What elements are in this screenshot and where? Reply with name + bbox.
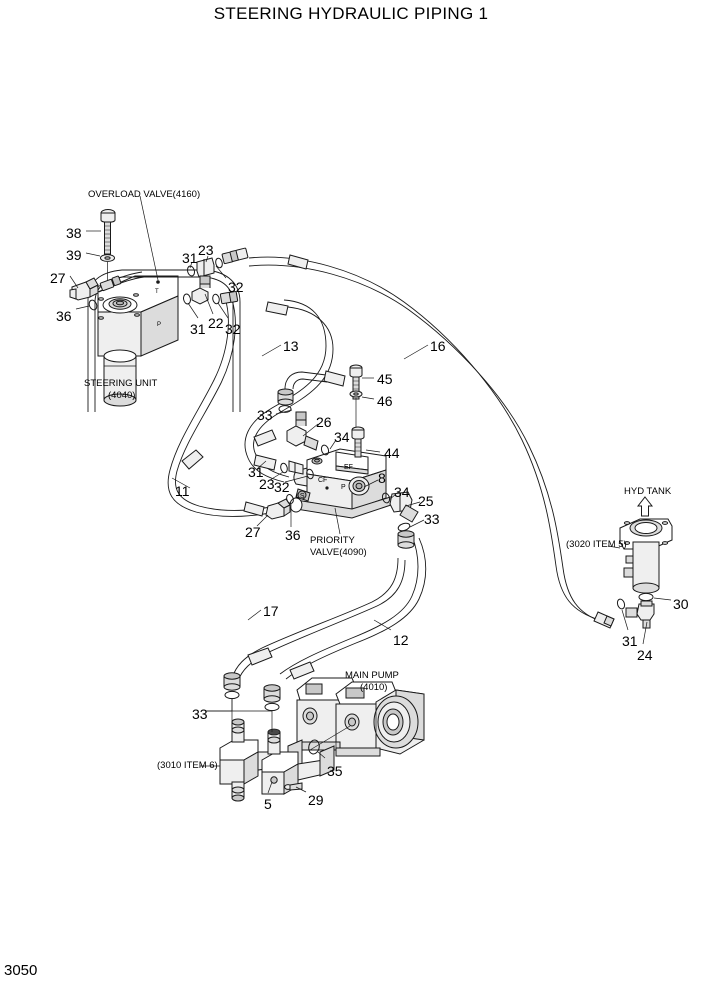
oring-36-left xyxy=(88,299,98,311)
fitting-group-upper xyxy=(186,247,309,278)
label-main-pump: MAIN PUMP xyxy=(345,670,399,681)
hose-16 xyxy=(248,256,604,623)
priority-valve-body xyxy=(289,448,401,519)
hose-end-pump-right xyxy=(263,684,281,703)
callout-23a: 23 xyxy=(198,242,214,258)
fitting-27 xyxy=(69,277,99,301)
callout-44: 44 xyxy=(384,445,400,461)
hose-17 xyxy=(231,557,406,682)
callout-31b: 31 xyxy=(190,321,206,337)
bolt-44 xyxy=(351,426,365,458)
label-priority-valve: PRIORITY xyxy=(310,535,355,546)
hose-11 xyxy=(167,297,288,517)
callout-23b: 23 xyxy=(259,476,275,492)
main-pump-body xyxy=(296,677,425,757)
port-label-ls: LS xyxy=(296,493,305,500)
callout-33c: 33 xyxy=(192,706,208,722)
callout-25: 25 xyxy=(418,493,434,509)
label-ref-3010-item-6: (3010 ITEM 6) xyxy=(157,760,218,771)
oring-30 xyxy=(638,592,654,602)
callout-45: 45 xyxy=(377,371,393,387)
hose-crimp-11 xyxy=(181,449,204,470)
label-overload-valve: OVERLOAD VALVE(4160) xyxy=(88,189,201,200)
fitting-group-second xyxy=(183,275,289,316)
callout-31d: 31 xyxy=(622,633,638,649)
fitting-24 xyxy=(625,600,655,629)
oring-31-tank xyxy=(616,598,626,610)
callout-31a: 31 xyxy=(182,250,198,266)
elbow-26 xyxy=(286,411,319,451)
hose-stub-top xyxy=(277,370,346,406)
callout-33a: 33 xyxy=(257,407,273,423)
oring-34-right xyxy=(381,492,391,504)
callout-12: 12 xyxy=(393,632,409,648)
callout-27: 27 xyxy=(50,270,66,286)
hose-crimp-13 xyxy=(253,429,277,447)
label-hyd-tank: HYD TANK xyxy=(624,486,672,497)
bolt-38 xyxy=(100,209,116,255)
callout-35: 35 xyxy=(327,763,343,779)
callout-46: 46 xyxy=(377,393,393,409)
hose-end-pump-left xyxy=(223,672,241,691)
fitting-27-pv xyxy=(243,498,291,520)
washer-39 xyxy=(100,254,115,262)
callout-16: 16 xyxy=(430,338,446,354)
callout-36b: 36 xyxy=(285,527,301,543)
page-number: 3050 xyxy=(4,962,38,979)
oring-34-26 xyxy=(320,444,330,456)
label-priority-valve-no: VALVE(4090) xyxy=(310,547,367,558)
label-steering-unit-no: (4040) xyxy=(108,390,136,401)
callout-8: 8 xyxy=(378,470,386,486)
callout-27b: 27 xyxy=(245,524,261,540)
oring-33-right xyxy=(397,522,411,532)
callout-17: 17 xyxy=(263,603,279,619)
hose-overload-left xyxy=(96,271,145,293)
hose-crimps-lower xyxy=(247,647,315,680)
port-label-p2: P xyxy=(341,484,346,491)
hose-stub-right xyxy=(397,530,415,549)
suction-block-right xyxy=(261,728,335,795)
oring-35 xyxy=(308,739,320,755)
leader-lines xyxy=(69,195,672,794)
callout-26: 26 xyxy=(316,414,332,430)
label-ref-3020-item-5: (3020 ITEM 5) xyxy=(566,539,627,550)
callout-22: 22 xyxy=(208,315,224,331)
port-label-p: P xyxy=(157,322,162,328)
page-title: STEERING HYDRAULIC PIPING 1 xyxy=(213,4,489,23)
oring-36-pv xyxy=(286,494,294,504)
port-label-t: T xyxy=(155,289,159,295)
callout-36: 36 xyxy=(56,308,72,324)
callout-11: 11 xyxy=(175,483,190,499)
callout-24: 24 xyxy=(637,647,653,663)
fitting-group-pv-left xyxy=(253,454,314,480)
label-steering-unit: STEERING UNIT xyxy=(84,378,158,389)
hyd-tank-port xyxy=(619,496,673,594)
callout-30: 30 xyxy=(673,596,689,612)
callout-34a: 34 xyxy=(334,429,350,445)
callout-31c: 31 xyxy=(248,464,264,480)
washer-46 xyxy=(349,390,363,398)
callout-39: 39 xyxy=(66,247,82,263)
callout-38: 38 xyxy=(66,225,82,241)
callout-29: 29 xyxy=(308,792,324,808)
port-label-ef: EF xyxy=(344,464,353,471)
callout-32b: 32 xyxy=(225,321,241,337)
fitting-25 xyxy=(389,491,419,523)
oring-33-top xyxy=(278,405,292,413)
callout-32a: 32 xyxy=(228,279,244,295)
hose-crimp-tank xyxy=(593,611,615,629)
oring-33-pump-right xyxy=(264,702,280,712)
callout-34b: 34 xyxy=(394,484,410,500)
port-label-cf: CF xyxy=(318,477,328,484)
callout-13: 13 xyxy=(283,338,299,354)
callout-32c: 32 xyxy=(274,479,290,495)
hose-12 xyxy=(279,535,427,680)
callout-5: 5 xyxy=(264,796,272,812)
label-main-pump-no: (4010) xyxy=(360,682,388,693)
oring-33-pump-left xyxy=(224,690,240,700)
callout-33b: 33 xyxy=(424,511,440,527)
